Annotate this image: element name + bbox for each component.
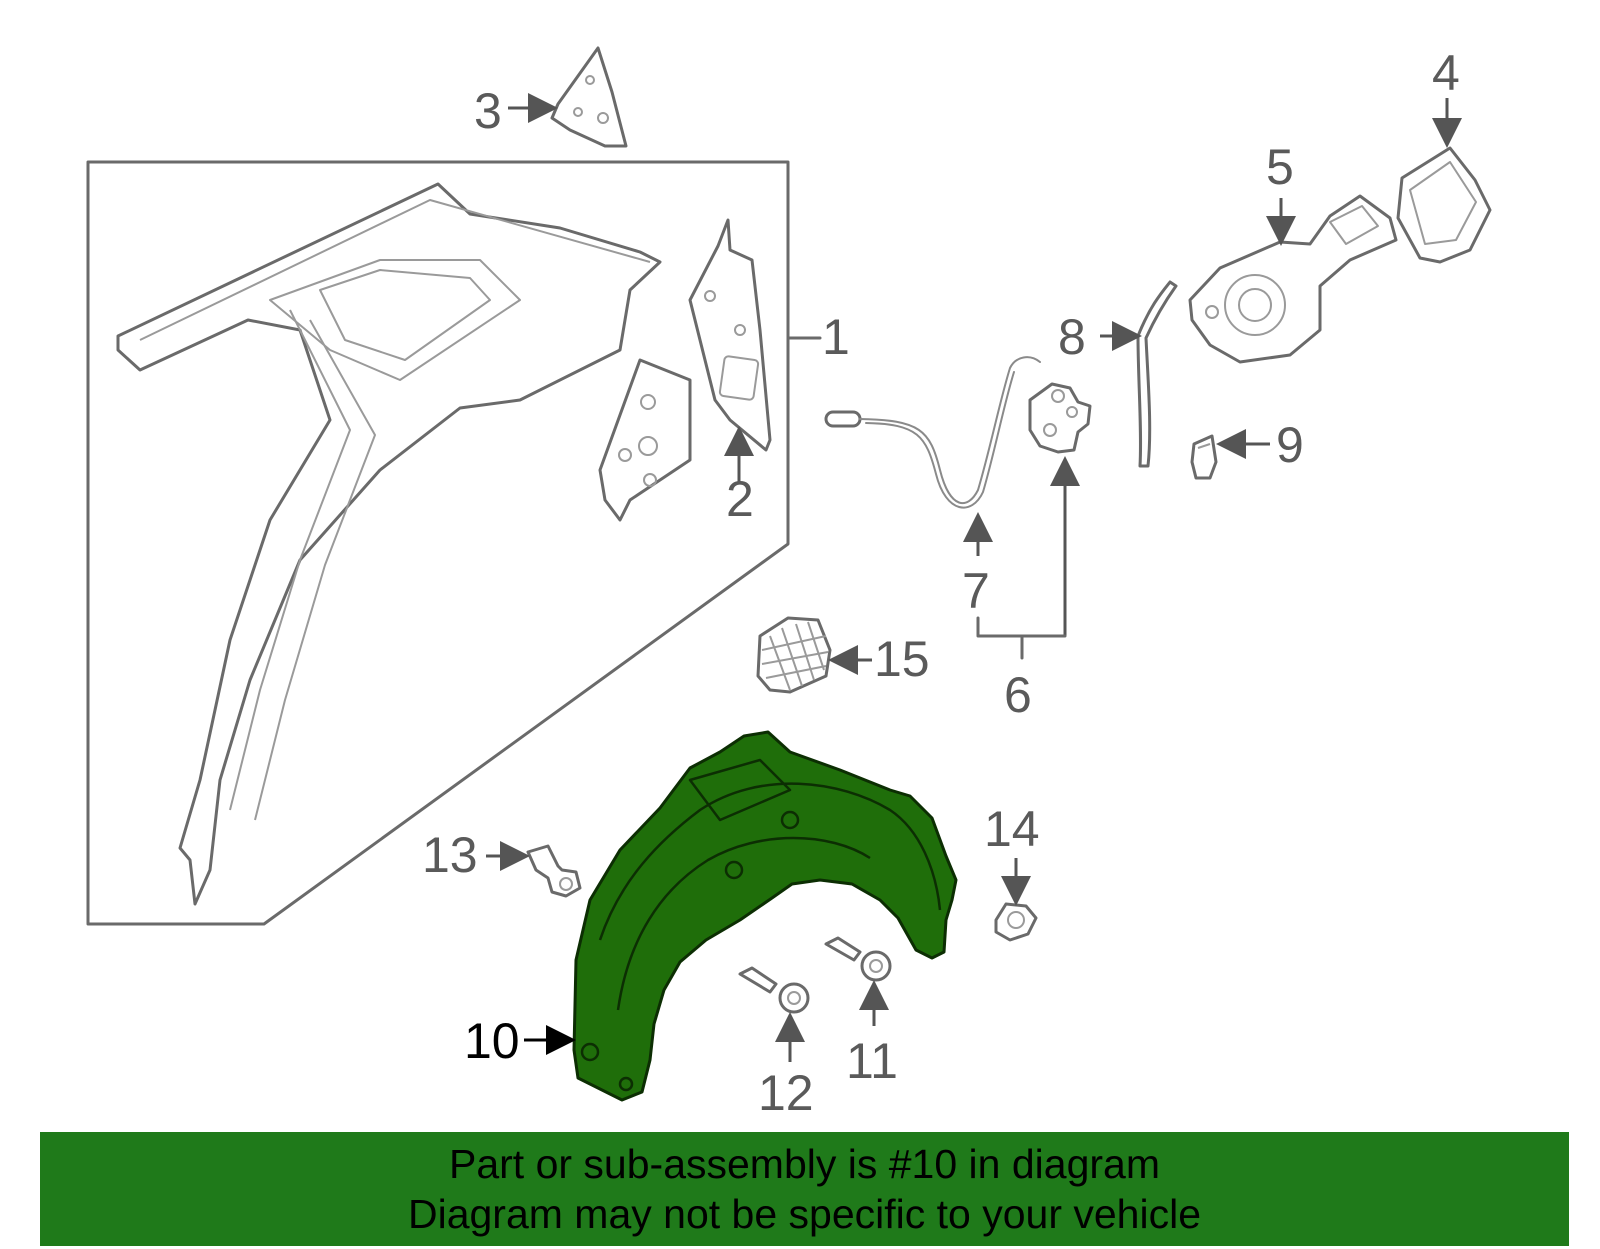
vent-grille-part-15 <box>756 616 832 694</box>
callout-3: 3 <box>474 83 502 139</box>
screw-part-11 <box>824 936 892 982</box>
callout-5: 5 <box>1266 139 1294 195</box>
callout-12: 12 <box>758 1065 814 1121</box>
callout-7: 7 <box>962 563 990 619</box>
quarter-panel-part <box>116 182 692 906</box>
callout-15: 15 <box>874 631 930 687</box>
callout-1: 1 <box>822 309 850 365</box>
wheel-liner-part-10 <box>572 730 958 1102</box>
banner-line-part-number: Part or sub-assembly is #10 in diagram <box>449 1141 1160 1187</box>
callout-11: 11 <box>846 1033 898 1089</box>
callout-4: 4 <box>1432 45 1460 101</box>
clip-part-9 <box>1190 434 1218 480</box>
actuator-part-6 <box>1028 382 1092 454</box>
nut-part-14 <box>994 902 1038 942</box>
callout-2: 2 <box>726 471 754 527</box>
callout-10: 10 <box>464 1013 520 1069</box>
banner-line-disclaimer: Diagram may not be specific to your vehi… <box>407 1191 1201 1237</box>
fuel-door-part-4 <box>1396 146 1492 264</box>
callout-13: 13 <box>422 827 478 883</box>
callout-14: 14 <box>984 801 1040 857</box>
part-info-banner: Part or sub-assembly is #10 in diagram D… <box>40 1132 1569 1246</box>
gusset-part-3 <box>550 46 628 148</box>
push-clip-part-13 <box>526 844 582 898</box>
seal-strip-part-8 <box>1136 280 1178 468</box>
bracket-part <box>688 218 772 452</box>
callout-9: 9 <box>1276 417 1304 473</box>
screw-part-12 <box>738 966 810 1014</box>
exploded-parts-diagram: 1 2 3 4 5 6 7 8 9 10 11 12 13 14 15 <box>86 45 1492 1121</box>
assembly-frame <box>86 160 790 926</box>
callout-8: 8 <box>1058 309 1086 365</box>
callout-6: 6 <box>1004 667 1032 723</box>
release-cable-part-7 <box>824 356 1041 509</box>
fuel-housing-part-5 <box>1188 194 1398 364</box>
